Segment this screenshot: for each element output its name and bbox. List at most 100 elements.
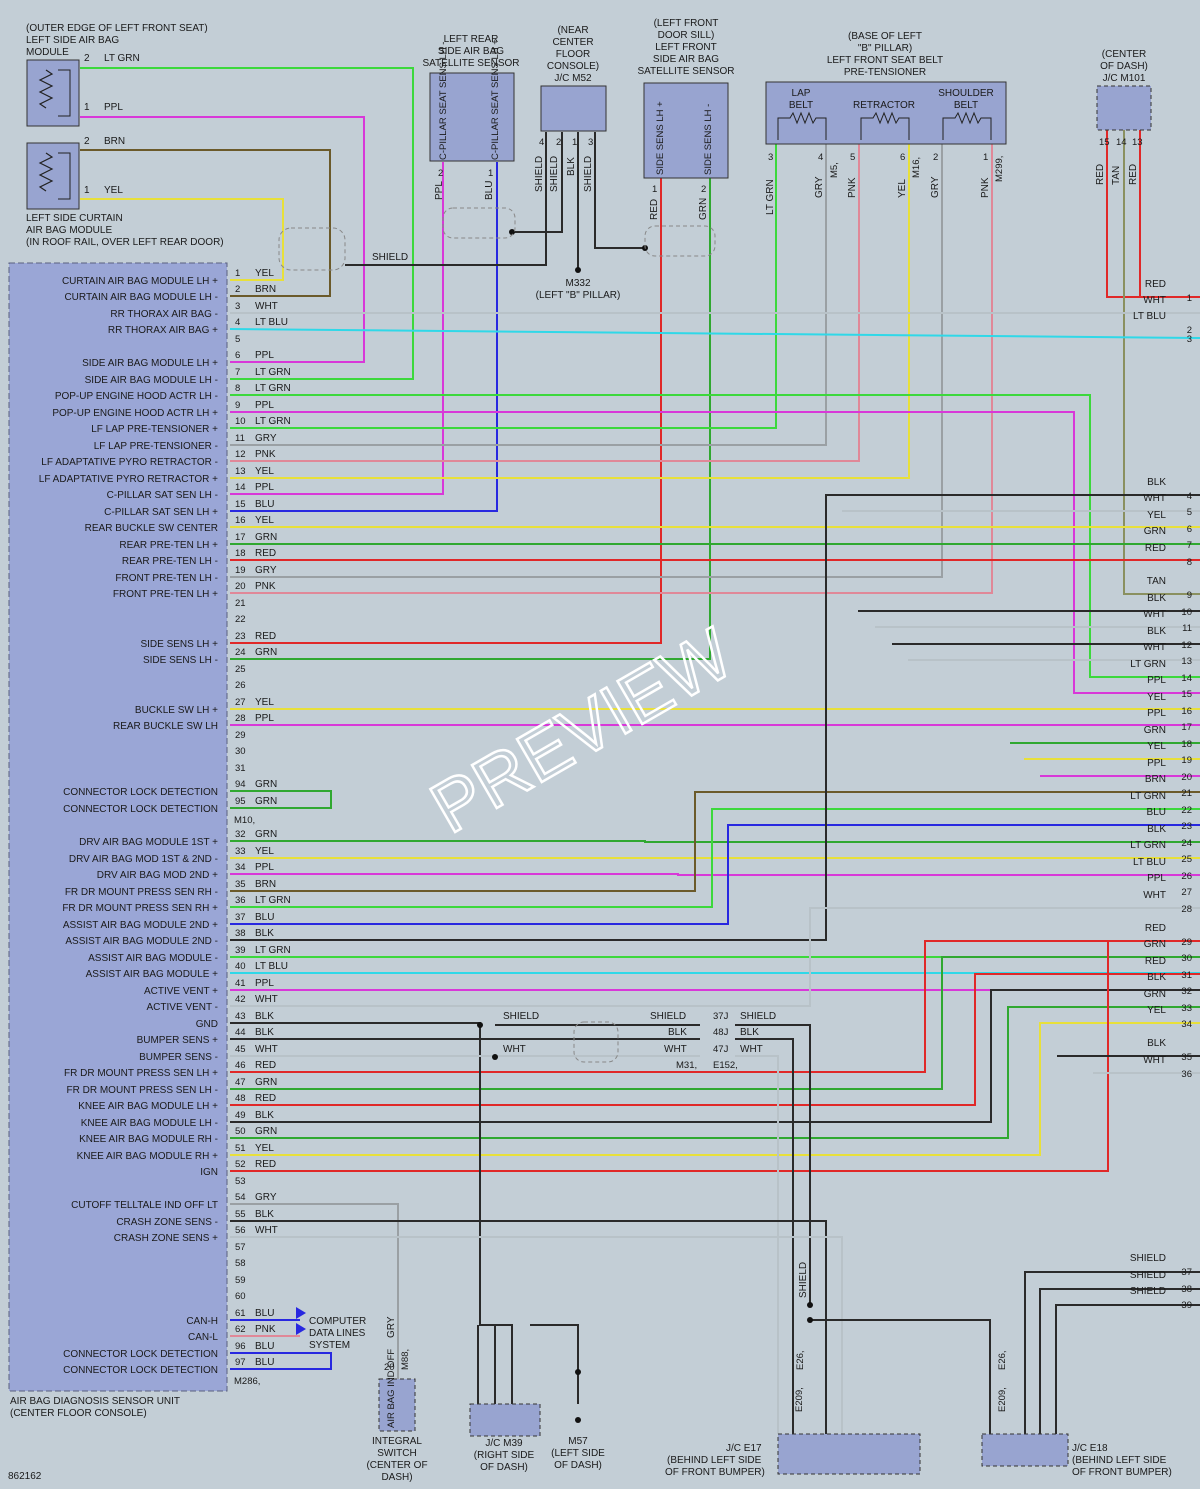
right-wire-color: BLK bbox=[1147, 824, 1166, 835]
unit-pin-number: 14 bbox=[235, 482, 246, 493]
wire-pin-49 bbox=[230, 989, 1200, 1123]
wht-label-e152b: WHT bbox=[740, 1044, 763, 1055]
right-wire-color: BLU bbox=[1147, 807, 1166, 818]
unit-pin-wire-color: BLU bbox=[255, 499, 274, 510]
vlabel-pnk-2: PNK bbox=[980, 177, 991, 198]
integral-switch-box[interactable] bbox=[378, 1378, 416, 1432]
left-side-air-bag-module[interactable] bbox=[26, 59, 80, 127]
connector-m31: M31, bbox=[676, 1060, 697, 1071]
right-wire-color: WHT bbox=[1143, 1055, 1166, 1066]
wire-shield-e152 bbox=[735, 1024, 811, 1305]
unit-pin-label: ASSIST AIR BAG MODULE 2ND - bbox=[65, 936, 218, 947]
unit-pin-number: 94 bbox=[235, 779, 246, 790]
right-wire-color: BLK bbox=[1147, 477, 1166, 488]
shield-label-e152: SHIELD bbox=[650, 1011, 686, 1022]
jc-m52-box[interactable] bbox=[540, 85, 607, 132]
left-side-airbag-label-3: MODULE bbox=[26, 47, 69, 58]
svg-text:20: 20 bbox=[384, 1362, 395, 1373]
unit-pin-number: 27 bbox=[235, 697, 246, 708]
unit-pin-wire-color: BLU bbox=[255, 1308, 274, 1319]
jc-e17-label-2: (BEHIND LEFT SIDE bbox=[667, 1455, 762, 1466]
vlabel-blu: BLU bbox=[484, 181, 495, 200]
right-wire-color: RED bbox=[1145, 923, 1166, 934]
left-rear-satellite-sensor[interactable] bbox=[429, 72, 515, 162]
svg-text:4: 4 bbox=[539, 137, 544, 148]
shoulder-label-2: BELT bbox=[954, 100, 978, 111]
right-wire-color: SHIELD bbox=[1130, 1286, 1166, 1297]
vlabel-shield-d: SHIELD bbox=[798, 1262, 809, 1298]
ground-m57-label-3: OF DASH) bbox=[554, 1460, 602, 1471]
left-side-curtain-air-bag-module[interactable] bbox=[26, 142, 80, 210]
left-front-sat-label-4: SIDE AIR BAG bbox=[653, 54, 719, 65]
svg-text:2: 2 bbox=[701, 184, 706, 195]
unit-pin-wire-color: PPL bbox=[255, 350, 274, 361]
svg-text:14: 14 bbox=[1116, 137, 1127, 148]
right-wire-number: 38 bbox=[1181, 1284, 1192, 1295]
unit-pin-label: BUCKLE SW LH + bbox=[135, 705, 218, 716]
unit-pin-number: 15 bbox=[235, 499, 246, 510]
right-wire-number: 16 bbox=[1181, 706, 1192, 717]
connector-m10-label: M10, bbox=[234, 815, 255, 826]
wire-sh-pnk bbox=[230, 144, 993, 594]
jc-e18-box[interactable] bbox=[981, 1433, 1069, 1467]
unit-pin-wire-color: PNK bbox=[255, 449, 276, 460]
vlabel-lt-grn: LT GRN bbox=[765, 179, 776, 215]
jc-m52-label-4: CONSOLE) bbox=[547, 61, 599, 72]
unit-pin-wire-color: GRN bbox=[255, 829, 277, 840]
right-wire-number: 10 bbox=[1181, 607, 1192, 618]
unit-pin-number: 7 bbox=[235, 367, 240, 378]
unit-pin-label: CONNECTOR LOCK DETECTION bbox=[63, 1349, 218, 1360]
unit-pin-number: 26 bbox=[235, 680, 246, 691]
right-wire-color: RED bbox=[1145, 279, 1166, 290]
jc-e17-box[interactable] bbox=[777, 1433, 921, 1475]
unit-pin-wire-color: BLK bbox=[255, 1011, 274, 1022]
right-wire-color: PPL bbox=[1147, 758, 1166, 769]
left-rear-sat-pin-2: C-PILLAR SEAT SENS LH + bbox=[490, 39, 501, 160]
unit-pin-number: 25 bbox=[235, 664, 246, 675]
right-wire-color: BLK bbox=[1147, 1038, 1166, 1049]
unit-pin-number: 30 bbox=[235, 746, 246, 757]
wire-shield-39 bbox=[1055, 1304, 1200, 1434]
jc-m39-box[interactable] bbox=[469, 1403, 541, 1437]
wire-label-lt-grn: LT GRN bbox=[104, 53, 140, 64]
unit-pin-wire-color: YEL bbox=[255, 466, 274, 477]
right-wire-number: 28 bbox=[1181, 904, 1192, 915]
unit-pin-label: LF ADAPTATIVE PYRO RETRACTOR + bbox=[39, 474, 218, 485]
left-front-sat-pin-1: SIDE SENS LH + bbox=[655, 101, 666, 175]
wire-pin-42 bbox=[230, 907, 1200, 1007]
svg-text:2: 2 bbox=[438, 168, 443, 179]
svg-text:2: 2 bbox=[556, 137, 561, 148]
unit-pin-wire-color: BLU bbox=[255, 1357, 274, 1368]
wire-lock-loop-2 bbox=[230, 1352, 332, 1370]
right-wire-number: 2 bbox=[1187, 325, 1192, 336]
unit-pin-number: 43 bbox=[235, 1011, 246, 1022]
wire-e152-blk bbox=[735, 1038, 794, 1434]
right-wire-number: 5 bbox=[1187, 507, 1192, 518]
wire-crash-blk bbox=[230, 1220, 827, 1434]
integral-switch-label-2: SWITCH bbox=[377, 1448, 416, 1459]
unit-pin-wire-color: GRN bbox=[255, 532, 277, 543]
air-bag-diagnosis-sensor-unit[interactable] bbox=[8, 262, 228, 1392]
curtain-label-3: (IN ROOF RAIL, OVER LEFT REAR DOOR) bbox=[26, 237, 224, 248]
unit-pin-number: 36 bbox=[235, 895, 246, 906]
jc-m101-label-3: J/C M101 bbox=[1103, 73, 1146, 84]
right-wire-color: WHT bbox=[1143, 493, 1166, 504]
wire-label-yel: YEL bbox=[104, 185, 123, 196]
figure-id: 862162 bbox=[8, 1471, 42, 1482]
right-wire-number: 13 bbox=[1181, 656, 1192, 667]
seat-belt-label-3: LEFT FRONT SEAT BELT bbox=[827, 55, 943, 66]
right-wire-number: 3 bbox=[1187, 334, 1192, 345]
computer-data-label-1: COMPUTER bbox=[309, 1316, 366, 1327]
unit-pin-wire-color: BLK bbox=[255, 1209, 274, 1220]
svg-text:4: 4 bbox=[818, 152, 823, 163]
connector-m88: M88, bbox=[400, 1349, 411, 1370]
jc-m101-box[interactable] bbox=[1096, 85, 1152, 131]
unit-pin-wire-color: WHT bbox=[255, 301, 278, 312]
left-front-satellite-sensor[interactable] bbox=[643, 82, 729, 179]
unit-pin-label: LF LAP PRE-TENSIONER + bbox=[91, 424, 218, 435]
vlabel-tan: TAN bbox=[1111, 166, 1122, 185]
unit-pin-number: 52 bbox=[235, 1159, 246, 1170]
unit-pin-wire-color: GRY bbox=[255, 565, 277, 576]
unit-pin-wire-color: PPL bbox=[255, 862, 274, 873]
right-wire-number: 26 bbox=[1181, 871, 1192, 882]
